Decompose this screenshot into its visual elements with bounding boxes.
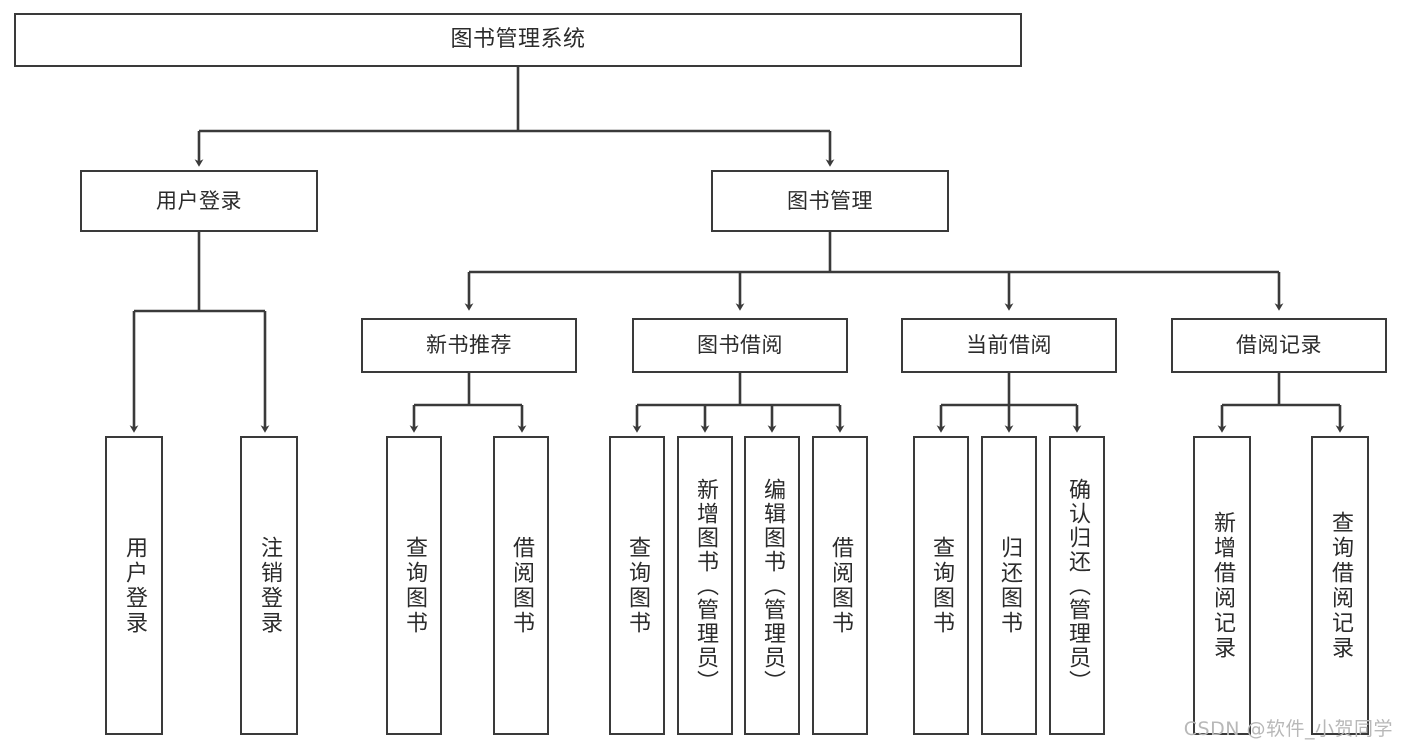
node-leaf-add-book[interactable]: 新增图书（管理员）	[677, 436, 733, 735]
node-leaf-query-book-1[interactable]: 查询图书	[386, 436, 442, 735]
node-root-label: 图书管理系统	[450, 27, 586, 53]
node-leaf-add-record-label: 新增借阅记录	[1210, 510, 1235, 661]
node-leaf-borrow-book-1[interactable]: 借阅图书	[493, 436, 549, 735]
node-leaf-query-book-2[interactable]: 查询图书	[609, 436, 665, 735]
node-leaf-user-login-label: 用户登录	[122, 535, 147, 636]
node-leaf-query-book-3-label: 查询图书	[929, 535, 954, 636]
node-borrow-record[interactable]: 借阅记录	[1171, 318, 1387, 373]
node-leaf-confirm-return-label: 确认归还（管理员）	[1065, 477, 1090, 694]
node-leaf-query-book-2-label: 查询图书	[625, 535, 650, 636]
node-leaf-return-book[interactable]: 归还图书	[981, 436, 1037, 735]
node-book-manage-label: 图书管理	[787, 188, 873, 213]
node-user-login-label: 用户登录	[156, 188, 242, 213]
node-leaf-logout-login[interactable]: 注销登录	[240, 436, 298, 735]
node-leaf-user-login[interactable]: 用户登录	[105, 436, 163, 735]
node-borrow-record-label: 借阅记录	[1236, 333, 1322, 358]
node-leaf-confirm-return[interactable]: 确认归还（管理员）	[1049, 436, 1105, 735]
node-book-manage[interactable]: 图书管理	[711, 170, 949, 232]
node-leaf-return-book-label: 归还图书	[997, 535, 1022, 636]
node-root-system[interactable]: 图书管理系统	[14, 13, 1022, 67]
node-leaf-logout-login-label: 注销登录	[257, 535, 282, 636]
node-current-borrow-label: 当前借阅	[966, 333, 1052, 358]
node-leaf-query-book-1-label: 查询图书	[402, 535, 427, 636]
node-leaf-query-record[interactable]: 查询借阅记录	[1311, 436, 1369, 735]
node-book-borrow-label: 图书借阅	[697, 333, 783, 358]
node-leaf-edit-book-label: 编辑图书（管理员）	[760, 477, 785, 694]
node-leaf-add-book-label: 新增图书（管理员）	[693, 477, 718, 694]
node-leaf-borrow-book-2-label: 借阅图书	[828, 535, 853, 636]
node-book-borrow[interactable]: 图书借阅	[632, 318, 848, 373]
node-leaf-borrow-book-1-label: 借阅图书	[509, 535, 534, 636]
node-leaf-add-record[interactable]: 新增借阅记录	[1193, 436, 1251, 735]
node-user-login[interactable]: 用户登录	[80, 170, 318, 232]
node-new-book-recommend[interactable]: 新书推荐	[361, 318, 577, 373]
node-current-borrow[interactable]: 当前借阅	[901, 318, 1117, 373]
node-new-book-recommend-label: 新书推荐	[426, 333, 512, 358]
node-leaf-query-book-3[interactable]: 查询图书	[913, 436, 969, 735]
node-leaf-edit-book[interactable]: 编辑图书（管理员）	[744, 436, 800, 735]
node-leaf-borrow-book-2[interactable]: 借阅图书	[812, 436, 868, 735]
node-leaf-query-record-label: 查询借阅记录	[1328, 510, 1353, 661]
